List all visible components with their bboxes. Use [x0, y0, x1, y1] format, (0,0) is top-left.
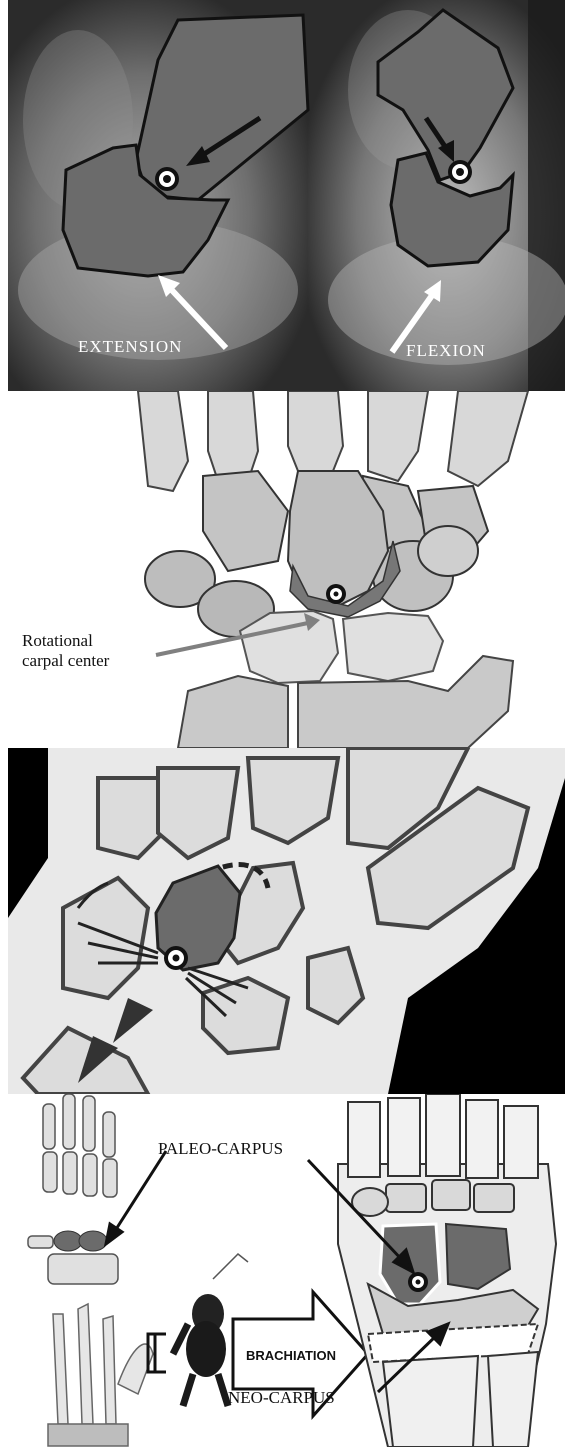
rotational-center-marker	[326, 584, 346, 604]
forearm-bones	[178, 656, 513, 748]
rotation-center-marker-left	[155, 167, 179, 191]
wrist-anatomy-drawing: Rotational carpal center	[8, 391, 565, 748]
neo-carpus-label: NEO-CARPUS	[228, 1388, 335, 1407]
anatomy-panel: Rotational carpal center	[8, 391, 565, 748]
xray-panel: EXTENSION FLEXION	[8, 0, 565, 391]
callout-label-line1: Rotational	[22, 631, 93, 650]
rotation-center-marker-right	[448, 160, 472, 184]
carpal-schematic	[8, 748, 565, 1094]
xray-figure: EXTENSION FLEXION	[8, 0, 565, 391]
proximal-carpal-row	[240, 611, 443, 683]
evolution-panel: BRACHIATION	[8, 1094, 565, 1447]
callout-label-line2: carpal center	[22, 651, 110, 670]
brachiation-label: BRACHIATION	[246, 1348, 336, 1363]
evolution-diagram: BRACHIATION	[8, 1094, 565, 1447]
schematic-panel	[8, 748, 565, 1094]
paleo-carpus-marker	[408, 1272, 428, 1292]
extension-label: EXTENSION	[78, 337, 182, 356]
claw-skeleton	[48, 1304, 153, 1446]
paleo-carpus-label: PALEO-CARPUS	[158, 1139, 283, 1158]
flexion-label: FLEXION	[406, 341, 486, 360]
schematic-rotation-marker	[164, 946, 188, 970]
primitive-hand-skeleton	[28, 1094, 118, 1284]
wrist-cross-section	[338, 1094, 556, 1447]
